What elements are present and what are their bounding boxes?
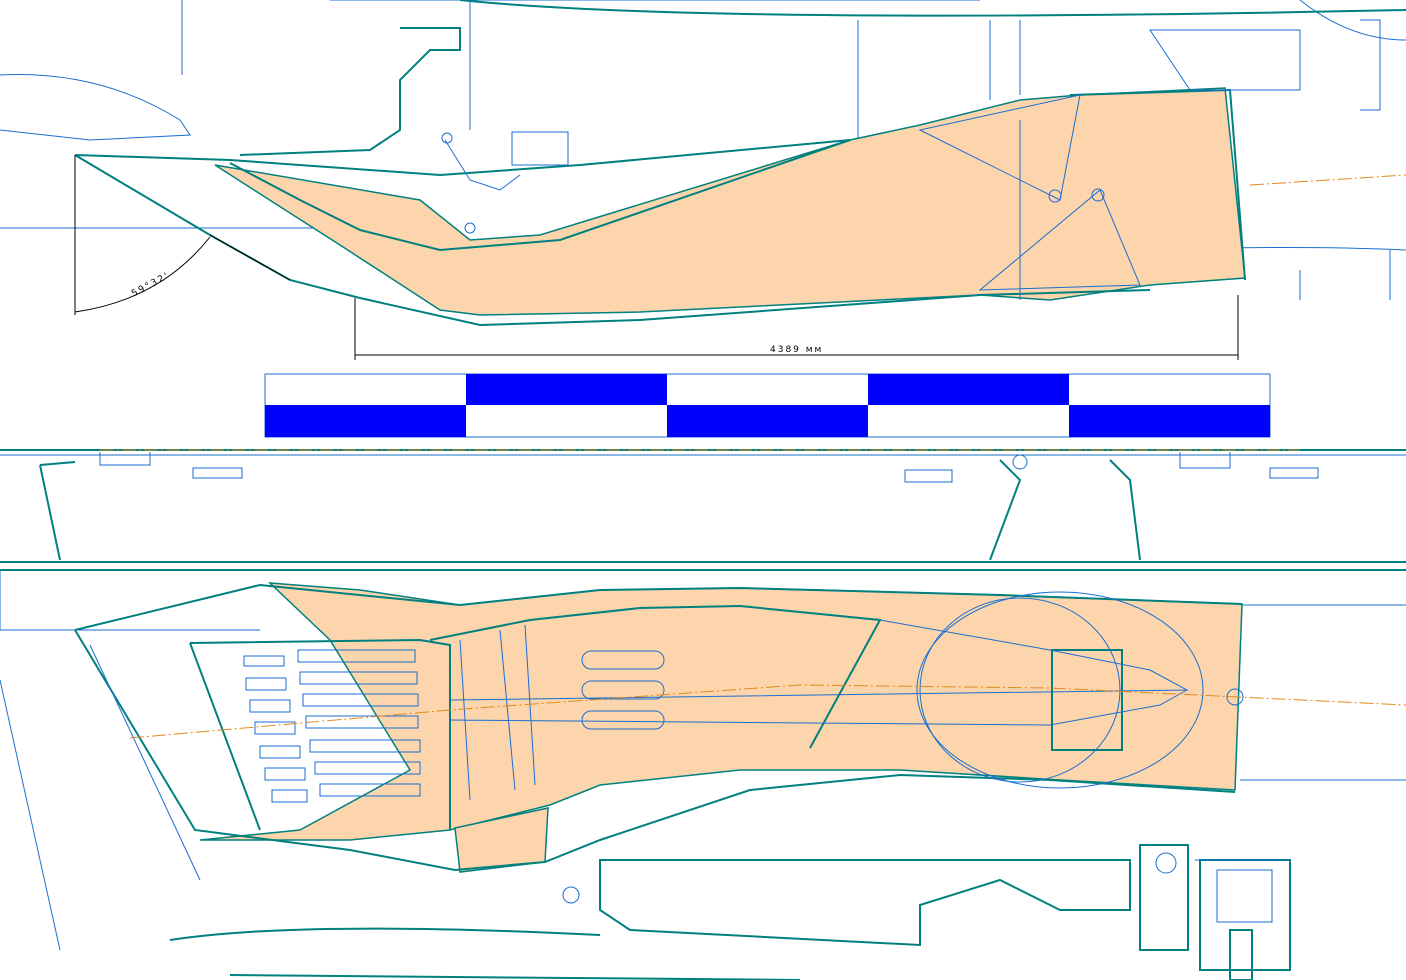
scale-bar [264, 373, 1271, 438]
vent-slots [581, 650, 665, 730]
side-view [0, 0, 1406, 360]
plan-view [0, 449, 1406, 980]
duct-plan-fill [199, 582, 1243, 841]
length-dimension-label: 4389 мм [770, 345, 824, 355]
grille [243, 649, 421, 803]
duct-side-fill [214, 87, 1246, 316]
